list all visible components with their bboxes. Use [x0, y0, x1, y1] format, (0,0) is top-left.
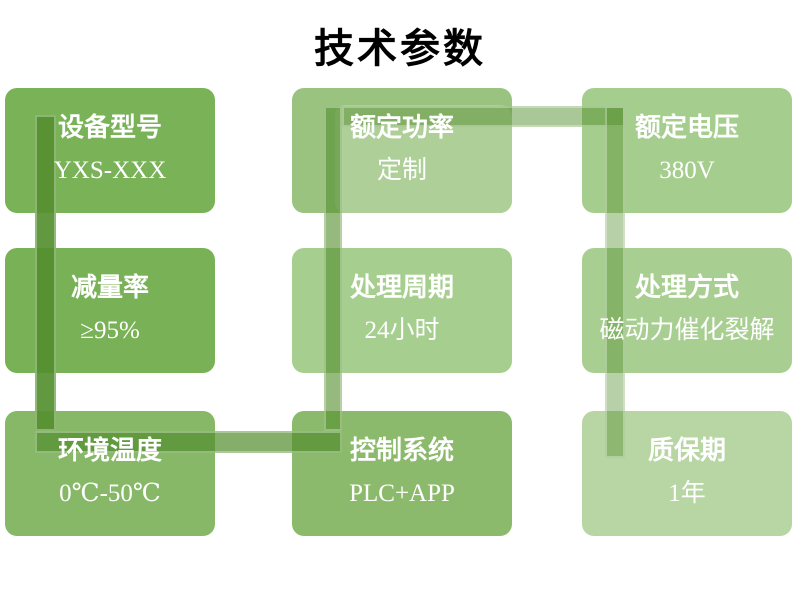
param-label: 处理周期 [349, 273, 454, 302]
connector-segment-right-bottom [35, 431, 342, 453]
page-title: 技术参数 [314, 27, 486, 71]
param-label: 环境温度 [57, 436, 162, 465]
param-label: 质保期 [647, 436, 726, 465]
param-box-processing-method: 处理方式 磁动力催化裂解 [582, 248, 792, 373]
param-value: 24小时 [364, 317, 440, 344]
param-value: 380V [659, 157, 715, 184]
connector-segment-up-middle [324, 106, 342, 431]
param-label: 额定电压 [634, 113, 739, 142]
param-label: 控制系统 [349, 436, 454, 465]
connector-segment-down-left [35, 115, 56, 431]
connector-segment-down-right [605, 106, 625, 458]
param-value: YXS-XXX [53, 157, 167, 184]
param-label: 设备型号 [57, 113, 162, 142]
param-value: 0℃-50℃ [59, 480, 161, 507]
param-value: 磁动力催化裂解 [599, 317, 775, 344]
param-value: 定制 [376, 157, 427, 184]
param-value: PLC+APP [349, 480, 455, 507]
param-value: 1年 [668, 480, 706, 507]
param-label: 额定功率 [349, 113, 454, 142]
param-box-warranty: 质保期 1年 [582, 411, 792, 536]
param-label: 处理方式 [634, 273, 739, 302]
param-value: ≥95% [80, 317, 140, 344]
param-label: 减量率 [70, 273, 149, 302]
connector-segment-right-top [342, 106, 625, 127]
